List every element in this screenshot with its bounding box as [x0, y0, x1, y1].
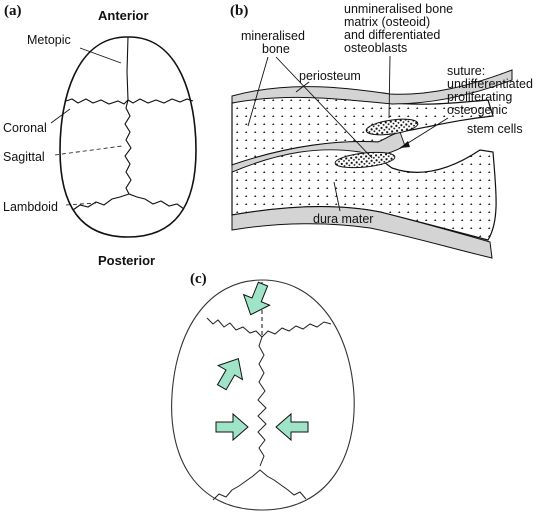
metopic-label: Metopic — [27, 33, 71, 47]
panel-a: (a) Anterior Posterior Metopic Coronal S… — [3, 3, 197, 268]
suture-arrowhead — [400, 141, 410, 148]
periosteum-label: periosteum — [299, 69, 361, 83]
suture-gap — [231, 131, 406, 173]
panel-c: (c) — [171, 271, 355, 511]
dura-band — [231, 206, 493, 259]
osteoid-leader — [388, 55, 391, 119]
posterior-label: Posterior — [98, 253, 155, 268]
lambdoid-suture — [72, 193, 185, 211]
suture-label-5: stem cells — [467, 122, 523, 136]
skull-outline-a — [59, 36, 197, 238]
sagittal-suture — [124, 99, 132, 195]
metopic-leader — [79, 47, 122, 64]
osteoid-upper — [365, 118, 419, 136]
unmineralised-label-1: unmineralised bone — [344, 2, 453, 16]
osteoid-lower — [334, 151, 396, 169]
suture-label-2: undifferentiated — [447, 77, 533, 91]
unmineralised-label-2: matrix (osteoid) — [344, 15, 430, 29]
panel-a-label: (a) — [4, 3, 22, 19]
coronal-leader — [50, 108, 71, 124]
mineralised-label-2: bone — [262, 42, 290, 56]
unmineralised-label-4: osteoblasts — [344, 41, 407, 55]
mineralised-leader-1 — [247, 56, 269, 127]
sagittal-suture-c — [257, 336, 267, 467]
lambdoid-suture-c — [212, 469, 307, 501]
metopic-suture — [126, 36, 129, 101]
periosteum-band — [231, 69, 513, 105]
periosteum-leader — [295, 81, 310, 93]
mineralised-label-1: mineralised — [241, 29, 305, 43]
lambdoid-label: Lambdoid — [3, 200, 58, 214]
coronal-suture — [65, 98, 194, 105]
mineralised-leader-2 — [275, 56, 373, 159]
suture-label-3: proliferating — [447, 90, 512, 104]
suture-label-1: suture: — [447, 64, 485, 78]
arrow-right-icon — [215, 412, 249, 442]
suture-label-4: osteogenic — [447, 103, 507, 117]
arrow-up-icon — [216, 357, 244, 391]
unmineralised-label-3: and differentiated — [344, 28, 440, 42]
lambdoid-leader — [65, 202, 97, 206]
sagittal-label: Sagittal — [3, 150, 45, 164]
coronal-suture-c — [206, 317, 332, 338]
panel-b: (b) mineralised bone unmineralised bone … — [230, 2, 533, 259]
anterior-label: Anterior — [98, 8, 149, 23]
dura-label: dura mater — [313, 212, 373, 226]
dura-leader — [333, 181, 341, 212]
panel-b-label: (b) — [230, 3, 248, 19]
panel-c-label: (c) — [190, 271, 207, 287]
coronal-label: Coronal — [3, 121, 47, 135]
sagittal-leader — [54, 145, 123, 156]
skull-outline-c — [171, 279, 355, 511]
arrow-down-icon — [242, 281, 271, 316]
arrow-left-icon — [275, 412, 309, 442]
